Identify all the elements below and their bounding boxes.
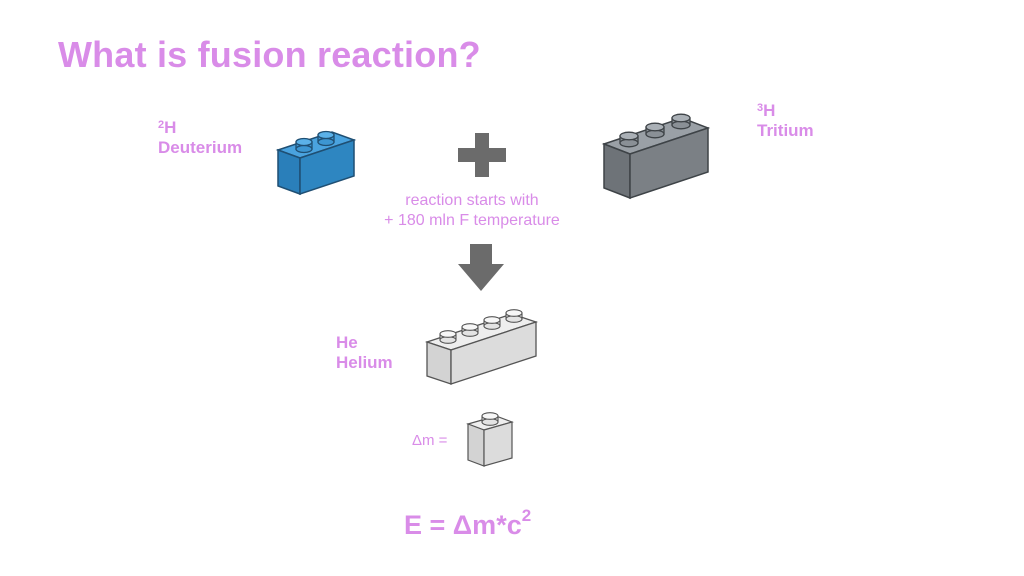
mass-defect-label: Δm =	[412, 432, 448, 449]
reaction-condition-line1: reaction starts with	[405, 192, 539, 209]
tritium-label: 3H Tritium	[757, 101, 814, 141]
helium-label: He Helium	[336, 333, 393, 373]
deuterium-label: 2H Deuterium	[158, 118, 242, 158]
tritium-name: Tritium	[757, 121, 814, 140]
deuterium-brick-icon	[275, 130, 357, 196]
deuterium-symbol: H	[164, 118, 177, 137]
tritium-brick-icon	[601, 113, 711, 200]
energy-equation-body: E = Δm*c	[404, 510, 522, 540]
down-arrow-icon	[458, 244, 504, 291]
energy-equation-exponent: 2	[521, 506, 532, 525]
helium-symbol: He	[336, 333, 358, 352]
reaction-condition: reaction starts with + 180 mln F tempera…	[362, 191, 582, 231]
tritium-symbol: H	[763, 101, 776, 120]
deuterium-mass-number: 2	[158, 119, 165, 131]
helium-name: Helium	[336, 353, 393, 372]
plus-icon	[458, 133, 506, 177]
energy-equation: E = Δm*c2	[404, 506, 531, 541]
slide-title: What is fusion reaction?	[58, 34, 481, 75]
deuterium-name: Deuterium	[158, 138, 243, 157]
reaction-condition-line2: + 180 mln F temperature	[384, 212, 560, 229]
tritium-mass-number: 3	[757, 102, 764, 114]
helium-brick-icon	[424, 309, 539, 385]
mass-defect-brick-icon	[466, 412, 514, 467]
